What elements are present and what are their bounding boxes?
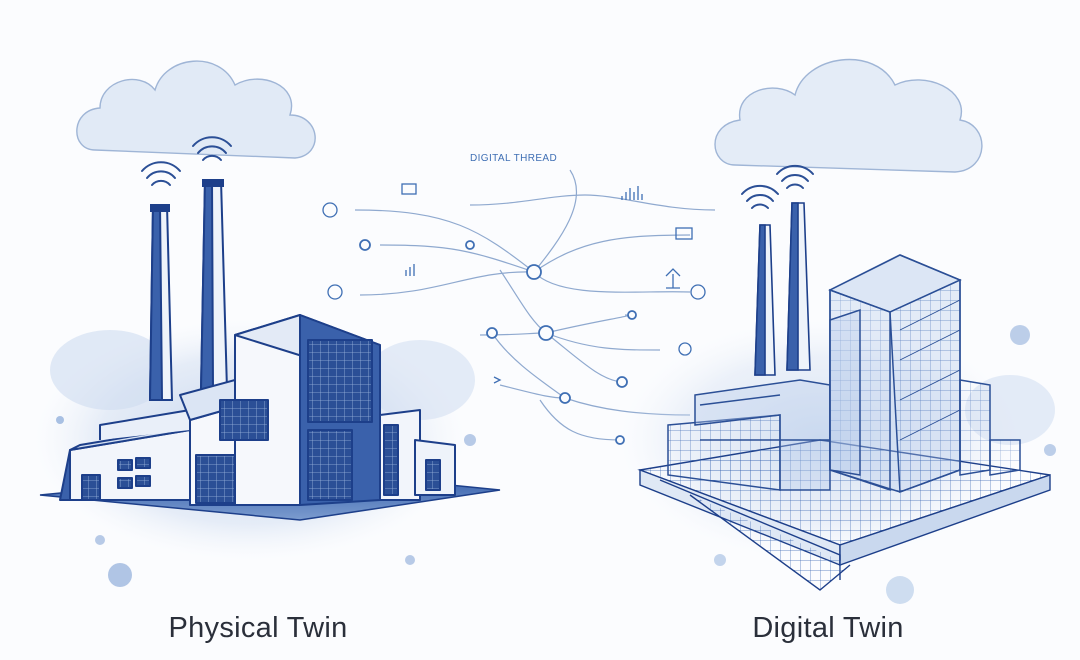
digital-thread <box>354 169 716 441</box>
arrow-icon <box>493 376 502 384</box>
chimneys-left <box>148 179 229 401</box>
chimneys-right <box>754 202 811 376</box>
thread-node <box>359 239 371 251</box>
bar-chart-icon <box>405 264 415 276</box>
monitor-icon <box>401 183 417 195</box>
digital-thread-label: DIGITAL THREAD <box>470 153 558 164</box>
cloud-right <box>714 58 983 173</box>
thread-node <box>526 264 542 280</box>
glass-building <box>667 254 1021 494</box>
thread-node <box>559 392 571 404</box>
cloud-left <box>76 60 316 159</box>
thread-node <box>627 310 637 320</box>
thread-node <box>616 376 628 388</box>
factory-building <box>59 314 456 506</box>
thread-node <box>465 240 475 250</box>
upload-icon <box>665 268 681 289</box>
sensor-icon <box>322 202 338 218</box>
thread-icons <box>322 183 706 384</box>
thread-node <box>486 327 498 339</box>
physical-twin-caption: Physical Twin <box>168 612 348 644</box>
status-icon <box>690 284 706 300</box>
digital-twin <box>620 58 1056 604</box>
wifi-signal-icon <box>141 136 232 186</box>
gauge-icon <box>327 284 343 300</box>
digital-twin-caption: Digital Twin <box>752 612 904 644</box>
waveform-icon <box>621 186 643 200</box>
wifi-signal-icon <box>741 164 814 209</box>
thread-node <box>538 325 554 341</box>
physical-twin <box>35 60 501 587</box>
image-icon <box>675 227 693 240</box>
